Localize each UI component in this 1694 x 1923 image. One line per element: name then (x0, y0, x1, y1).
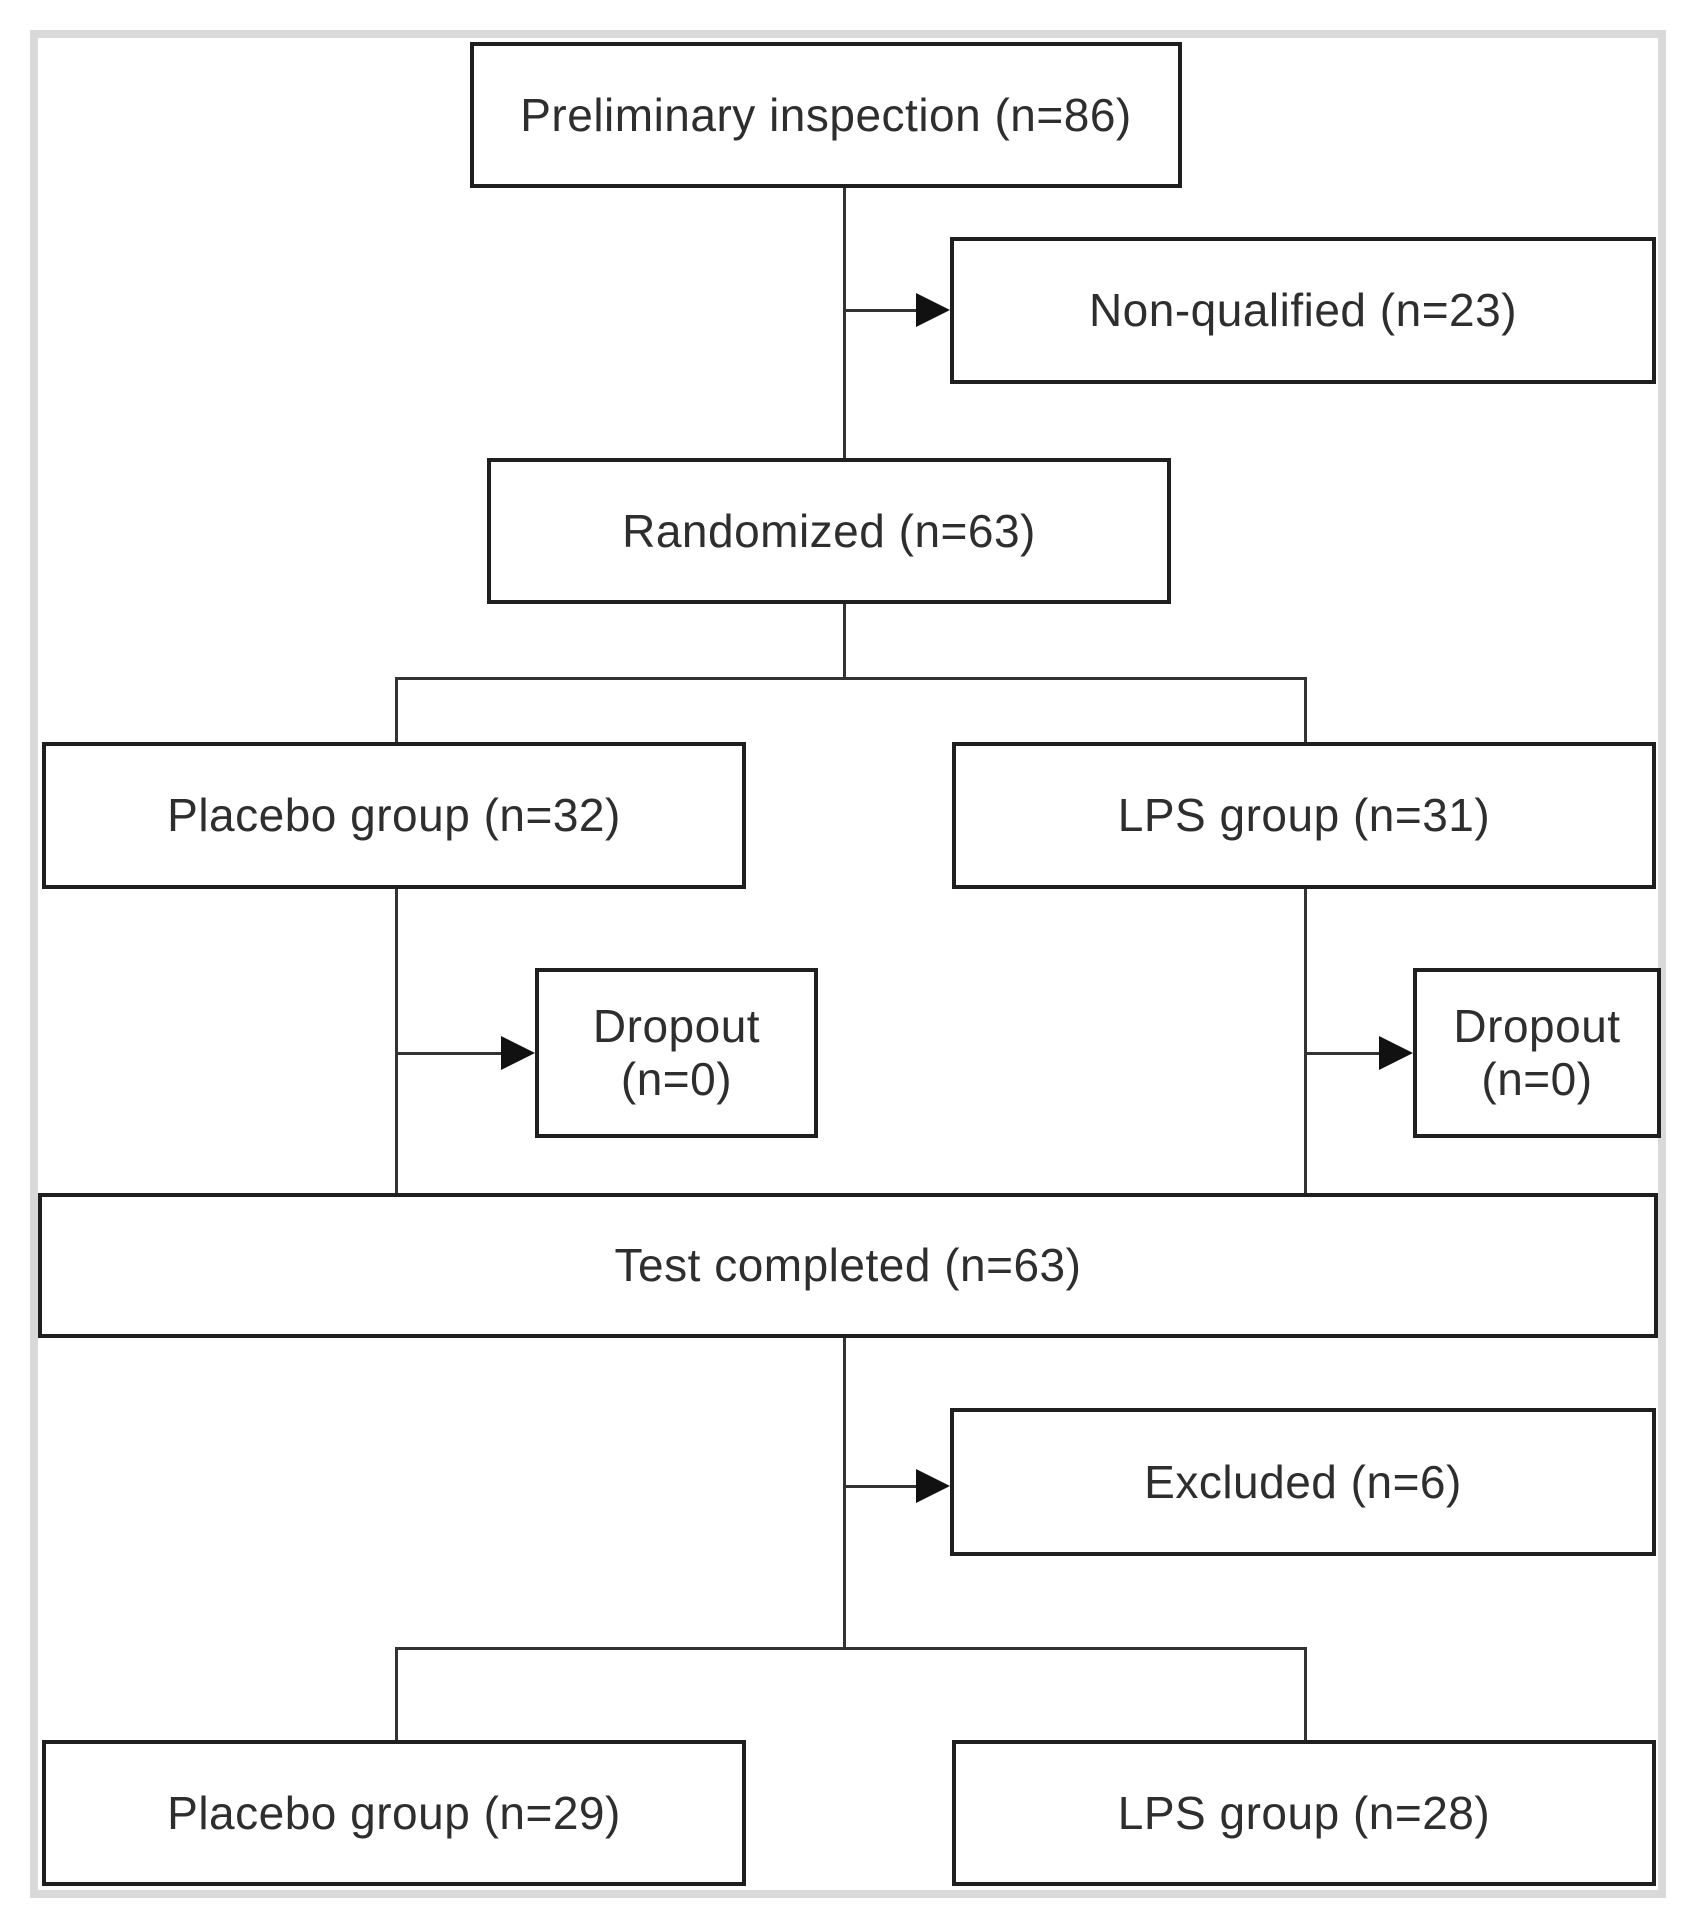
node-non-qualified: Non-qualified (n=23) (950, 237, 1656, 384)
node-lps-group-initial-label: LPS group (n=31) (1117, 789, 1491, 842)
arrowhead-excluded (916, 1469, 950, 1503)
node-dropout-lps-line2: (n=0) (1481, 1053, 1593, 1105)
node-excluded-label: Excluded (n=6) (1144, 1455, 1462, 1508)
node-placebo-group-initial-label: Placebo group (n=32) (167, 789, 621, 842)
branch-line-randomization (395, 677, 1307, 680)
node-excluded: Excluded (n=6) (950, 1408, 1656, 1556)
node-lps-group-initial: LPS group (n=31) (952, 742, 1656, 889)
node-placebo-group-final-label: Placebo group (n=29) (167, 1786, 621, 1839)
node-lps-group-final-label: LPS group (n=28) (1117, 1786, 1491, 1839)
node-preliminary-inspection-label: Preliminary inspection (n=86) (520, 88, 1132, 141)
node-dropout-placebo-line1: Dropout (592, 1000, 761, 1053)
connector-to-dropout-lps (1306, 1052, 1380, 1055)
branch-line-final (395, 1647, 1307, 1650)
node-test-completed: Test completed (n=63) (38, 1193, 1658, 1338)
connector-branch-to-lps (1304, 677, 1307, 743)
node-dropout-placebo-line2: (n=0) (620, 1053, 733, 1105)
connector-branch-to-placebo-final (395, 1647, 398, 1741)
node-test-completed-label: Test completed (n=63) (614, 1239, 1082, 1292)
connector-to-dropout-placebo (397, 1052, 502, 1055)
node-dropout-lps-line1: Dropout (1453, 1000, 1621, 1053)
connector-lps-to-test-completed (1304, 887, 1307, 1194)
node-placebo-group-initial: Placebo group (n=32) (42, 742, 746, 889)
node-placebo-group-final: Placebo group (n=29) (42, 1740, 746, 1886)
connector-placebo-to-test-completed (395, 887, 398, 1194)
connector-randomized-to-branch (843, 602, 846, 680)
connector-preliminary-to-randomized (843, 186, 846, 459)
arrowhead-non-qualified (916, 293, 950, 327)
connector-to-excluded (845, 1485, 917, 1488)
connector-branch-to-lps-final (1304, 1647, 1307, 1741)
node-non-qualified-label: Non-qualified (n=23) (1088, 284, 1518, 337)
node-dropout-placebo: Dropout (n=0) (535, 968, 818, 1138)
arrowhead-dropout-lps (1379, 1036, 1413, 1070)
node-dropout-lps: Dropout (n=0) (1413, 968, 1661, 1138)
arrowhead-dropout-placebo (501, 1036, 535, 1070)
node-lps-group-final: LPS group (n=28) (952, 1740, 1656, 1886)
connector-branch-to-placebo (395, 677, 398, 743)
node-preliminary-inspection: Preliminary inspection (n=86) (470, 42, 1182, 188)
connector-to-non-qualified (845, 309, 925, 312)
node-randomized: Randomized (n=63) (487, 458, 1171, 604)
node-randomized-label: Randomized (n=63) (622, 504, 1036, 557)
connector-test-completed-to-branch (843, 1336, 846, 1650)
